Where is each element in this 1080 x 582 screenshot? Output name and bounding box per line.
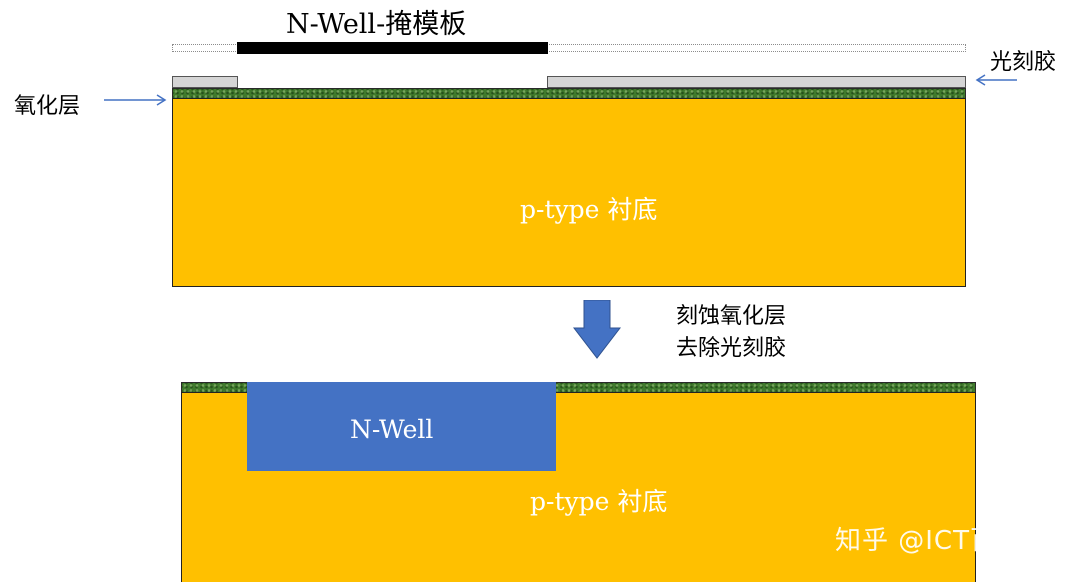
nwell-label: N-Well <box>350 415 434 444</box>
process-step-line-1: 刻蚀氧化层 <box>676 304 787 329</box>
photoresist-pointer-arrow-icon <box>975 74 1017 86</box>
photoresist-left <box>172 76 238 88</box>
substrate-label-bottom: p-type 衬底 <box>530 487 668 516</box>
oxide-pointer-arrow-icon <box>104 94 167 106</box>
nwell-region <box>247 382 556 471</box>
watermark: 知乎 @ICT百科 <box>835 526 1024 556</box>
mask-outline <box>172 44 966 52</box>
photoresist-right <box>547 76 966 88</box>
process-down-arrow-icon <box>572 300 622 359</box>
mask-label: N-Well-掩模板 <box>286 9 467 40</box>
photoresist-label: 光刻胶 <box>990 50 1057 75</box>
process-step-line-2: 去除光刻胶 <box>676 336 787 361</box>
mask-plate <box>237 42 548 54</box>
substrate-label-top: p-type 衬底 <box>520 195 658 224</box>
oxide-label: 氧化层 <box>14 94 81 119</box>
substrate-top <box>172 98 966 287</box>
